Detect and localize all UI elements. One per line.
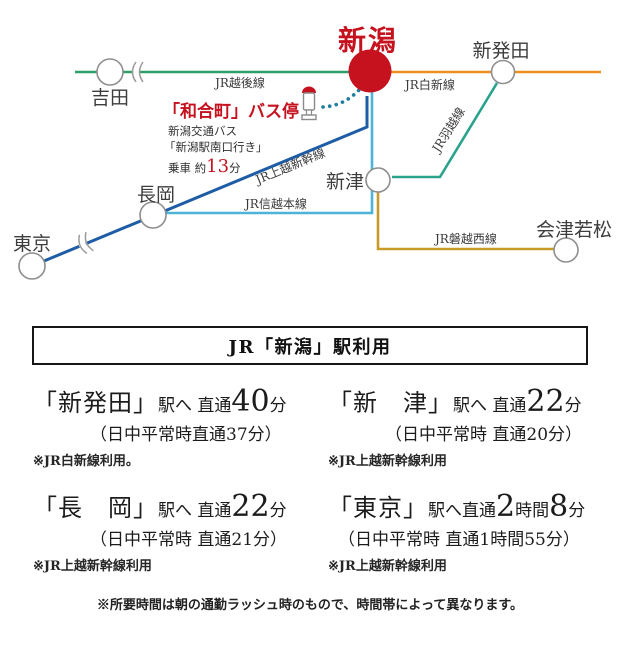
line-used-note: ※JR上越新幹線利用 bbox=[328, 559, 447, 574]
time-text: 駅へ 直通 bbox=[158, 501, 232, 521]
time-minutes: 40 bbox=[231, 384, 270, 419]
station-node-shibata bbox=[490, 59, 516, 85]
destination-station-name: 「長 岡」 bbox=[33, 494, 158, 522]
destination-station-name: 「東京」 bbox=[328, 494, 428, 522]
bus-stop-label: 「和合町」バス停 bbox=[163, 101, 299, 122]
line-break-mark-echigo bbox=[131, 57, 144, 87]
time-hours: 2 bbox=[496, 489, 516, 524]
destination-station-name: 「新 津」 bbox=[328, 389, 453, 417]
route-entry-main: 「新発田」 駅へ 直通 40 分 bbox=[33, 385, 318, 418]
route-map-svg: 新潟 吉田 新発田 長岡 新津 東京 会津若松 JR越後線 JR白新線 JR羽越… bbox=[13, 24, 612, 280]
station-label-niitsu: 新津 bbox=[326, 171, 364, 193]
bus-ride-suffix: 分 bbox=[229, 161, 241, 175]
panel-title: JR「新潟」駅利用 bbox=[228, 336, 392, 358]
route-entry-main: 「長 岡」 駅へ 直通 22 分 bbox=[33, 490, 318, 523]
time-minutes: 22 bbox=[231, 489, 270, 524]
bus-ride-prefix: 乗車 約 bbox=[168, 161, 206, 175]
uetsu-line bbox=[392, 82, 499, 179]
time-unit: 分 bbox=[568, 501, 586, 521]
bus-route-dotted-line bbox=[321, 86, 363, 109]
route-entry-main: 「東京」 駅へ直通 2 時間 8 分 bbox=[328, 490, 613, 523]
bus-destination-label: 「新潟駅南口行き」 bbox=[164, 140, 268, 154]
station-label-shibata: 新発田 bbox=[472, 40, 529, 62]
time-minutes: 22 bbox=[526, 384, 565, 419]
route-entry-nagaoka: 「長 岡」 駅へ 直通 22 分 （日中平常時 直通21分） ※JR上越新幹線利… bbox=[33, 490, 318, 574]
line-used-note: ※JR白新線利用。 bbox=[33, 454, 139, 469]
shinetsu-line bbox=[166, 92, 374, 215]
route-entry-niitsu: 「新 津」 駅へ 直通 22 分 （日中平常時 直通20分） ※JR上越新幹線利… bbox=[328, 385, 613, 469]
station-node-aizuwakamatsu bbox=[553, 237, 579, 263]
banetsu-line bbox=[376, 192, 555, 251]
station-label-yoshida: 吉田 bbox=[91, 87, 129, 109]
line-label-uetsu: JR羽越線 bbox=[428, 104, 468, 156]
station-label-niigata: 新潟 bbox=[338, 24, 398, 57]
bus-ride-minutes: 13 bbox=[206, 156, 229, 177]
time-text: 駅へ 直通 bbox=[453, 396, 527, 416]
daytime-duration: （日中平常時 直通21分） bbox=[90, 530, 288, 550]
station-label-nagaoka: 長岡 bbox=[137, 184, 175, 206]
daytime-duration: （日中平常時 直通20分） bbox=[385, 425, 583, 445]
destination-station-name: 「新発田」 bbox=[33, 389, 158, 417]
time-minutes: 8 bbox=[549, 489, 569, 524]
bus-stop-icon bbox=[301, 86, 317, 121]
station-node-niigata bbox=[348, 49, 392, 93]
line-label-hakushin: JR白新線 bbox=[403, 77, 455, 92]
station-node-yoshida bbox=[96, 58, 124, 86]
route-entry-shibata: 「新発田」 駅へ 直通 40 分 （日中平常時直通37分） ※JR白新線利用。 bbox=[33, 385, 318, 469]
station-node-nagaoka bbox=[139, 201, 167, 229]
route-map: 新潟 吉田 新発田 長岡 新津 東京 会津若松 JR越後線 JR白新線 JR羽越… bbox=[0, 0, 620, 322]
station-label-tokyo: 東京 bbox=[13, 233, 51, 255]
line-used-note: ※JR上越新幹線利用 bbox=[328, 454, 447, 469]
line-label-banetsu: JR磐越西線 bbox=[433, 231, 497, 246]
time-text: 駅へ 直通 bbox=[158, 396, 232, 416]
time-text: 駅へ直通 bbox=[428, 501, 496, 521]
route-entry-tokyo: 「東京」 駅へ直通 2 時間 8 分 （日中平常時 直通1時間55分） ※JR上… bbox=[328, 490, 613, 574]
route-entry-main: 「新 津」 駅へ 直通 22 分 bbox=[328, 385, 613, 418]
bus-operator-label: 新潟交通バス bbox=[168, 124, 237, 138]
line-label-shinetsu: JR信越本線 bbox=[243, 196, 307, 211]
time-hour-unit: 時間 bbox=[515, 501, 550, 521]
station-label-aizuwakamatsu: 会津若松 bbox=[536, 219, 612, 241]
station-node-niitsu bbox=[365, 167, 391, 193]
daytime-duration: （日中平常時直通37分） bbox=[90, 425, 282, 445]
line-label-echigo: JR越後線 bbox=[213, 75, 265, 90]
footnote: ※所要時間は朝の通勤ラッシュ時のもので、時間帯によって異なります。 bbox=[96, 598, 524, 613]
line-break-mark-shinkansen bbox=[77, 230, 94, 258]
time-unit: 分 bbox=[564, 396, 582, 416]
station-node-tokyo bbox=[18, 252, 46, 280]
line-used-note: ※JR上越新幹線利用 bbox=[33, 559, 152, 574]
daytime-duration: （日中平常時 直通1時間55分） bbox=[338, 530, 580, 550]
panel-title-box: JR「新潟」駅利用 bbox=[32, 326, 588, 365]
time-unit: 分 bbox=[269, 501, 287, 521]
time-unit: 分 bbox=[269, 396, 287, 416]
bus-ride-time: 乗車 約13分 bbox=[168, 156, 241, 177]
